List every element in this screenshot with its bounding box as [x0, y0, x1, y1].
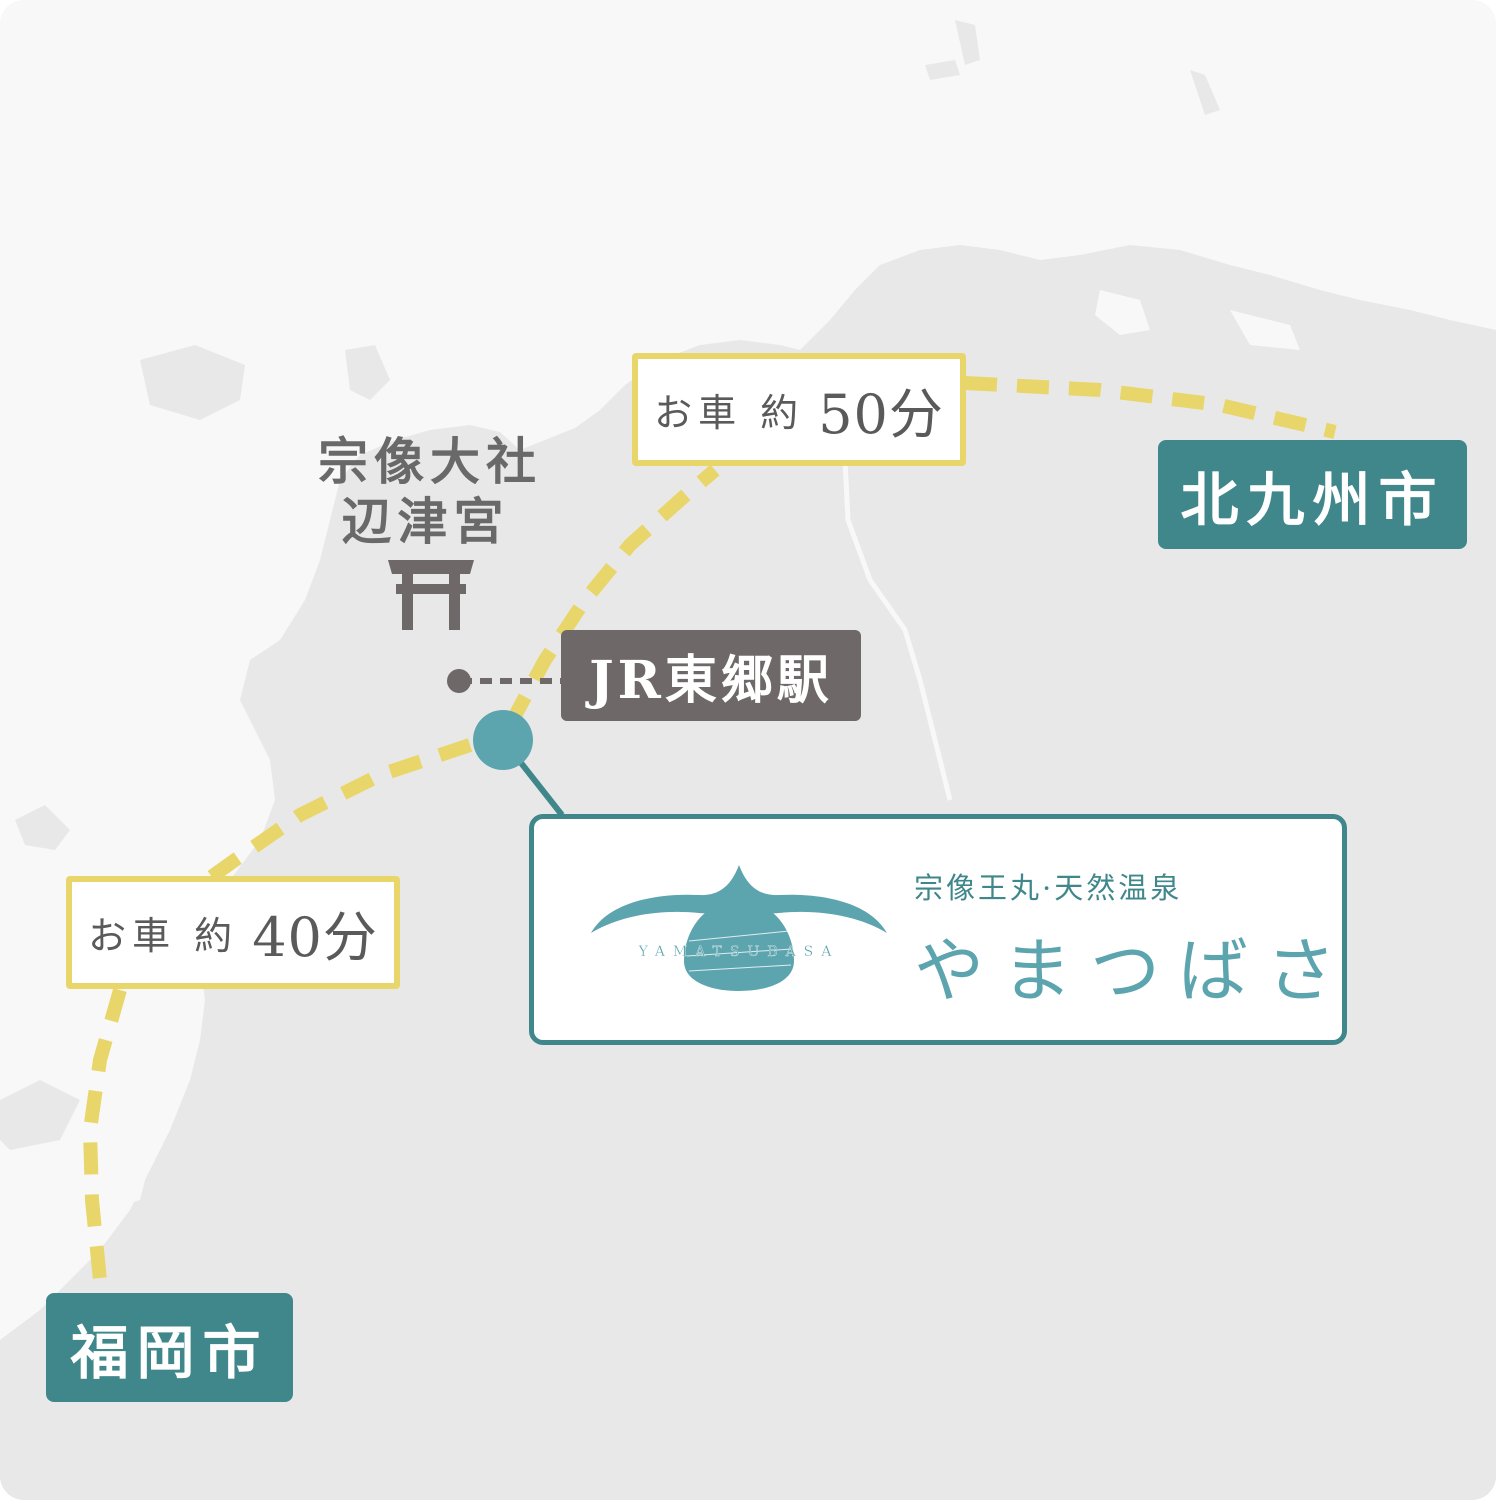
island-3: [15, 805, 70, 850]
route-to-kitakyushu: [503, 464, 720, 729]
facility-subtitle: 宗像王丸·天然温泉: [914, 871, 1183, 905]
logo-drop: [684, 899, 794, 991]
island-7: [1190, 70, 1220, 115]
drive-time-box-south: お車 約 40分: [66, 876, 400, 989]
station-label: JR東郷駅: [561, 630, 861, 721]
facility-card: YAMATSUBASA 宗像王丸·天然温泉 やまつばさ: [529, 814, 1347, 1045]
drive-time-box-north: お車 約 50分: [632, 353, 966, 466]
inlet-east: [1230, 310, 1300, 350]
station-marker: [447, 669, 471, 693]
bay-north: [1095, 290, 1150, 335]
bay-west: [90, 1140, 150, 1210]
shrine-name-line2: 辺津宮: [341, 492, 510, 551]
shrine-name-line1: 宗像大社: [318, 432, 542, 491]
city-label-kitakyushu: 北九州市: [1158, 440, 1467, 549]
logo-lines: [686, 930, 793, 972]
island-4: [0, 1080, 80, 1150]
route-kitakyushu-east: [964, 376, 1337, 439]
route-to-fukuoka: [195, 738, 473, 891]
drive-prefix-north: お車 約: [654, 391, 805, 435]
shrine-label: 宗像大社 辺津宮: [318, 432, 542, 552]
island-1: [140, 345, 245, 420]
island-5: [955, 20, 980, 65]
facility-marker: [473, 710, 533, 770]
island-6: [925, 60, 960, 80]
river: [842, 459, 953, 801]
drive-time-south: 40分: [252, 906, 378, 969]
city-label-fukuoka: 福岡市: [46, 1293, 293, 1402]
facility-logo-icon: YAMATSUBASA: [591, 865, 887, 991]
torii-icon: [388, 560, 474, 630]
island-2: [345, 345, 390, 400]
drive-time-north: 50分: [818, 383, 944, 446]
logo-wordmark: YAMATSUBASA: [638, 944, 840, 960]
drive-prefix-south: お車 約: [88, 914, 239, 958]
facility-name: やまつばさ: [914, 930, 1354, 1012]
